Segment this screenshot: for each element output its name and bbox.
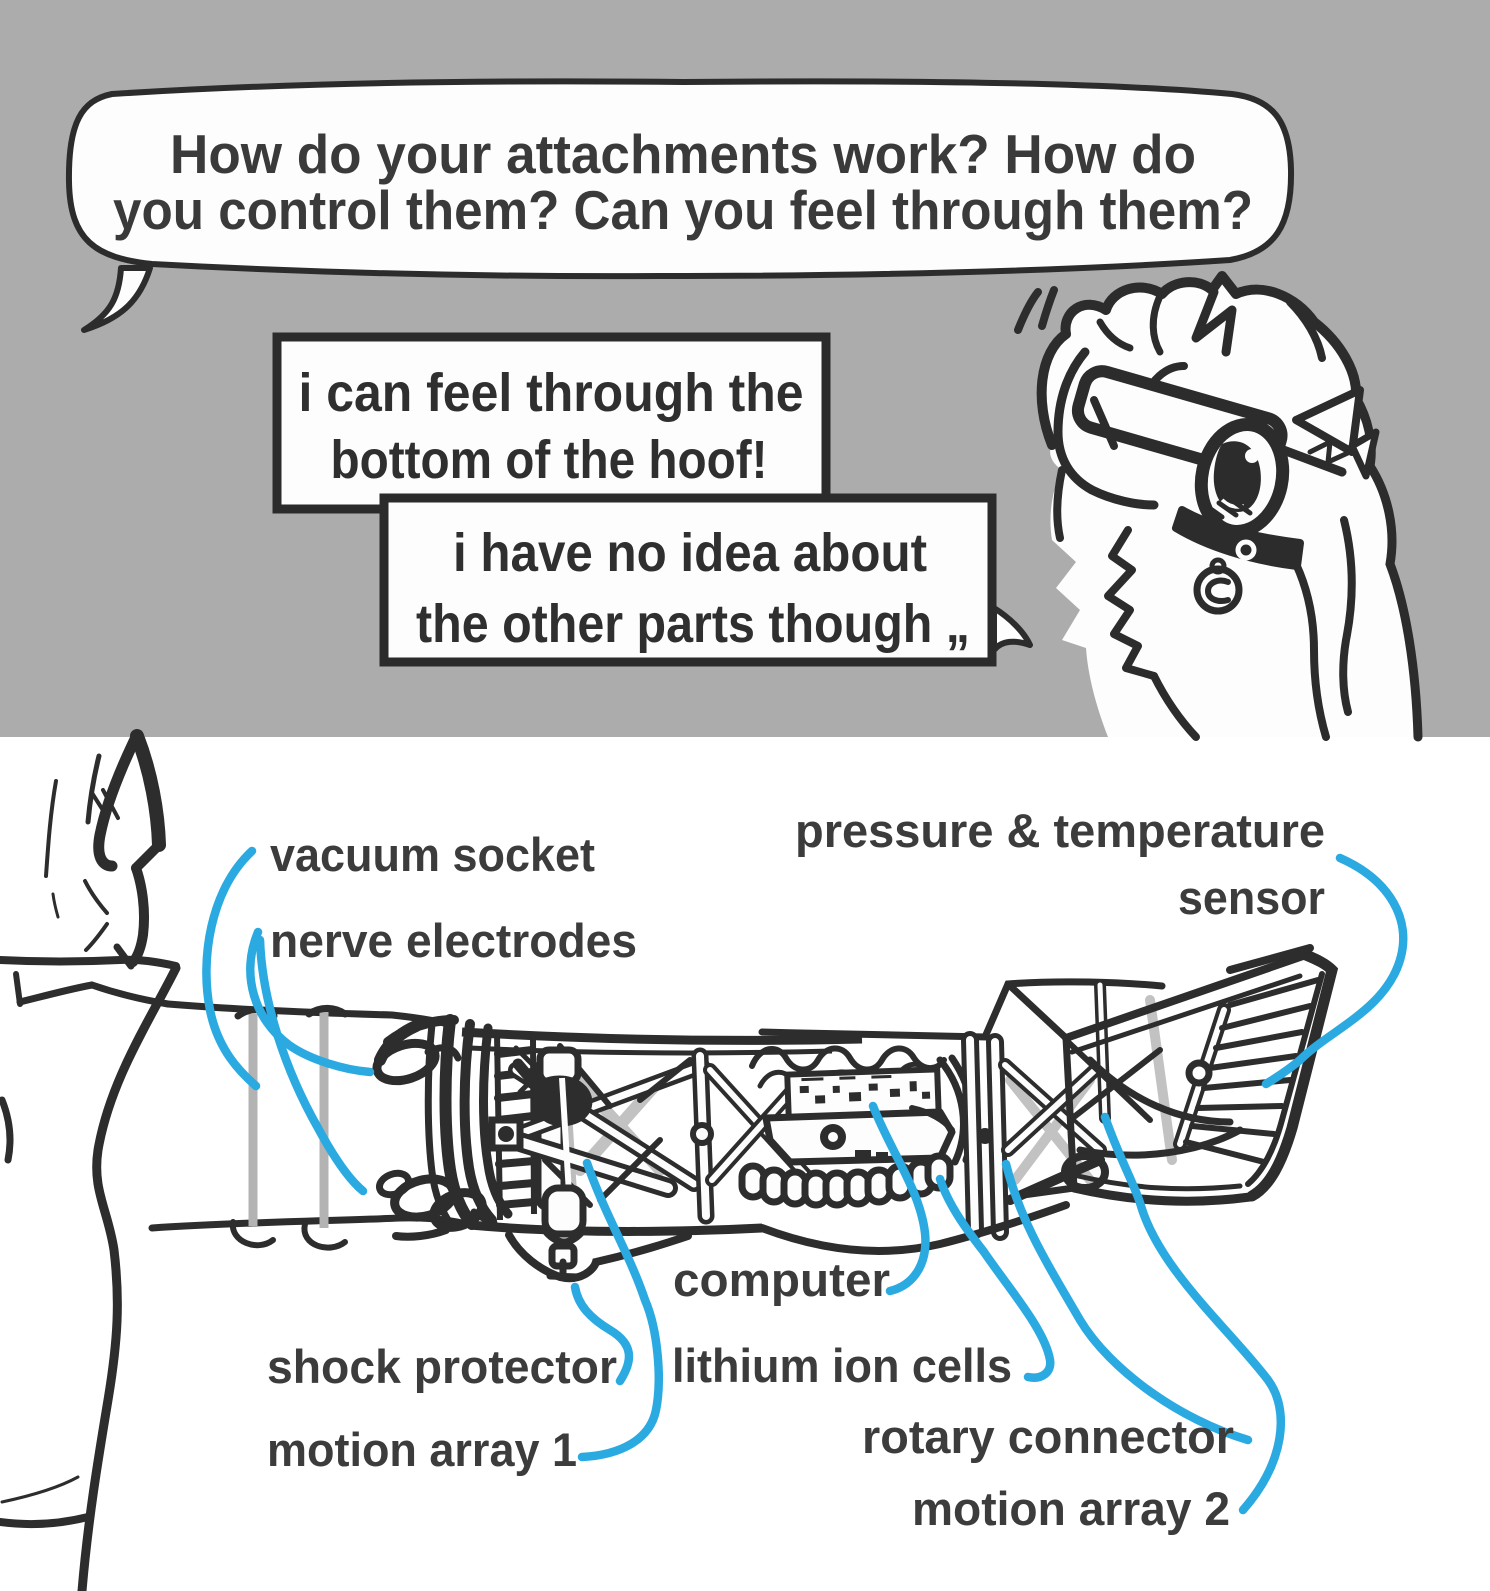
svg-text:motion array 1: motion array 1: [267, 1423, 577, 1476]
svg-text:pressure & temperature: pressure & temperature: [795, 804, 1325, 857]
svg-text:you control them? Can you feel: you control them? Can you feel through t…: [113, 179, 1253, 241]
svg-text:the other parts though „: the other parts though „: [416, 594, 970, 654]
svg-text:bottom of the hoof!: bottom of the hoof!: [331, 430, 768, 490]
svg-text:nerve electrodes: nerve electrodes: [270, 914, 637, 967]
svg-text:rotary connector: rotary connector: [862, 1410, 1234, 1463]
svg-text:sensor: sensor: [1178, 871, 1325, 924]
svg-text:vacuum socket: vacuum socket: [270, 828, 595, 881]
svg-text:computer: computer: [673, 1253, 890, 1306]
svg-text:i can feel through the: i can feel through the: [299, 363, 804, 423]
svg-text:How do your attachments work?: How do your attachments work? How do: [170, 123, 1196, 185]
svg-text:motion array 2: motion array 2: [912, 1482, 1230, 1535]
svg-text:i have no idea about: i have no idea about: [453, 523, 927, 583]
svg-text:shock protector: shock protector: [267, 1340, 617, 1393]
svg-text:lithium ion cells: lithium ion cells: [672, 1339, 1012, 1392]
